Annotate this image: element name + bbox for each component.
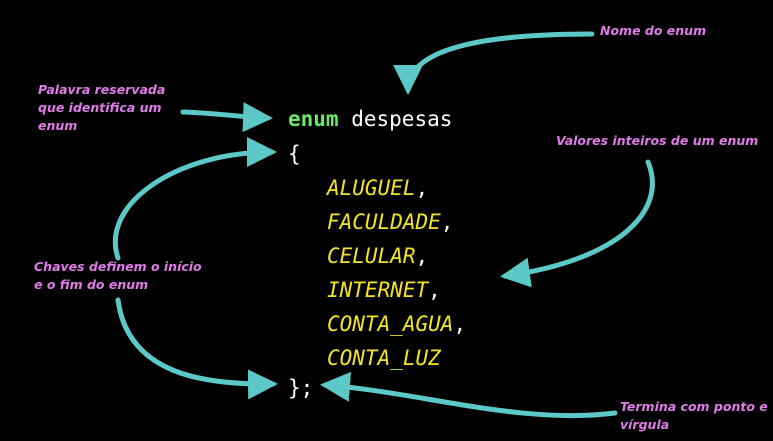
enum-value: CONTA_LUZ: [327, 346, 441, 370]
annotation-reserved-word: Palavra reservada que identifica um enum: [38, 81, 165, 135]
enum-value-line: FACULDADE,: [327, 205, 453, 239]
arrow-to-semicolon: [320, 371, 618, 419]
comma: ,: [453, 312, 467, 336]
enum-value-line: INTERNET,: [327, 273, 441, 307]
annotation-line: enum: [38, 118, 78, 133]
annotation-integer-values: Valores inteiros de um enum: [556, 133, 759, 148]
enum-value-line: CONTA_LUZ: [327, 341, 441, 375]
comma: ,: [440, 210, 454, 234]
arrow-to-enum-values: [500, 159, 655, 288]
annotation-line: que identifica um: [38, 100, 162, 115]
annotation-line: Palavra reservada: [38, 82, 166, 97]
enum-value-line: CELULAR,: [327, 239, 428, 273]
comma: ,: [428, 278, 441, 302]
enum-value: CONTA_AGUA: [327, 312, 454, 336]
annotation-enum-name: Nome do enum: [600, 23, 707, 38]
enum-value: INTERNET: [327, 278, 429, 302]
annotation-braces: Chaves definem o início e o fim do enum: [34, 258, 202, 294]
enum-value: CELULAR: [327, 244, 416, 268]
code-line-declaration: enum despesas: [288, 102, 452, 136]
annotation-terminator: Termina com ponto e vírgula: [620, 398, 768, 434]
arrow-to-open-brace: [112, 137, 277, 261]
arrow-to-enum-name: [393, 31, 595, 95]
comma: ,: [415, 244, 429, 268]
enum-keyword: enum: [288, 107, 339, 131]
arrow-to-keyword: [180, 102, 273, 133]
annotation-line: e o fim do enum: [34, 277, 149, 292]
annotation-line: vírgula: [620, 417, 670, 432]
annotation-line: Termina com ponto e: [620, 399, 768, 414]
close-brace-semicolon: };: [288, 376, 314, 400]
arrow-to-close-brace: [115, 297, 278, 400]
annotation-line: Chaves definem o início: [34, 259, 202, 274]
comma: ,: [415, 176, 429, 200]
enum-value: ALUGUEL: [327, 176, 416, 200]
enum-value-line: CONTA_AGUA,: [327, 307, 466, 341]
enum-name: despesas: [351, 107, 453, 131]
enum-value: FACULDADE: [327, 210, 441, 234]
enum-value-line: ALUGUEL,: [327, 171, 428, 205]
open-brace: {: [288, 142, 301, 166]
